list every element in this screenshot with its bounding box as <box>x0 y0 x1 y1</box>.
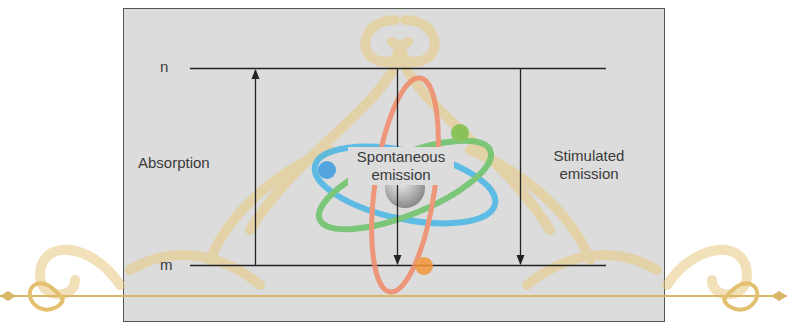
transition-label: Stimulated emission <box>543 147 635 183</box>
level-label: m <box>160 256 173 274</box>
stimulated-arrow <box>520 69 521 264</box>
transition-label: Spontaneous emission <box>348 147 454 185</box>
transition-label: Absorption <box>138 154 210 172</box>
panel <box>124 9 665 322</box>
ornament <box>40 20 747 294</box>
absorption-arrow <box>255 70 256 265</box>
ornament-rule <box>0 283 787 309</box>
level-line <box>190 68 606 69</box>
level-line <box>190 265 606 266</box>
atom-icon <box>308 74 502 296</box>
level-label: n <box>160 58 168 76</box>
